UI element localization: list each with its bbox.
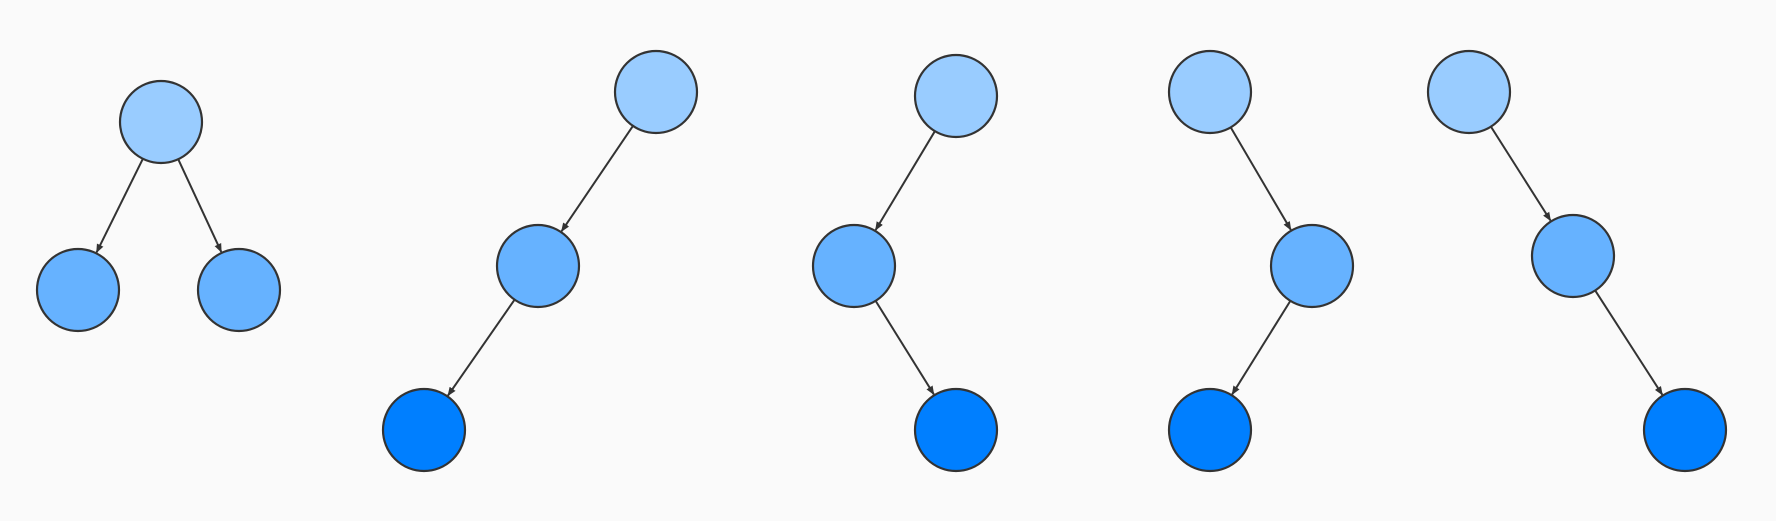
tree-node-left-grandchild xyxy=(381,387,467,473)
tree-node-root xyxy=(1426,49,1512,135)
edge-arrow xyxy=(874,129,937,231)
tree-node-right-child xyxy=(196,247,282,333)
edges-layer xyxy=(95,124,1664,397)
balanced-tree xyxy=(35,79,282,333)
tree-node-right-grandchild xyxy=(913,387,999,473)
tree-node-root xyxy=(1167,49,1253,135)
nodes-layer xyxy=(35,49,1728,473)
tree-node-root xyxy=(118,79,204,165)
edge-arrow xyxy=(560,124,635,232)
tree-node-root xyxy=(613,49,699,135)
balanced-tree-edges xyxy=(95,157,223,254)
tree-node-left-child xyxy=(811,223,897,309)
edge-arrow xyxy=(1229,125,1292,231)
tree-node-left-child xyxy=(35,247,121,333)
tree-node-left-child xyxy=(495,223,581,309)
tree-node-left-grandchild xyxy=(1167,387,1253,473)
left-right-chain-edges xyxy=(874,129,937,396)
edge-arrow xyxy=(874,299,935,396)
right-right-chain xyxy=(1426,49,1728,473)
edge-arrow xyxy=(1489,125,1552,222)
edge-arrow xyxy=(95,157,145,254)
right-left-chain-edges xyxy=(1229,125,1292,396)
tree-node-right-child xyxy=(1530,213,1616,299)
edge-arrow xyxy=(1593,289,1664,396)
left-right-chain xyxy=(811,53,999,473)
tree-node-right-grandchild xyxy=(1642,387,1728,473)
right-right-chain-edges xyxy=(1489,125,1664,396)
left-left-chain-edges xyxy=(447,124,635,397)
tree-node-root xyxy=(913,53,999,139)
right-left-chain xyxy=(1167,49,1355,473)
tree-node-right-child xyxy=(1269,223,1355,309)
edge-arrow xyxy=(176,157,223,253)
edge-arrow xyxy=(447,298,517,397)
left-left-chain xyxy=(381,49,699,473)
edge-arrow xyxy=(1231,299,1292,396)
